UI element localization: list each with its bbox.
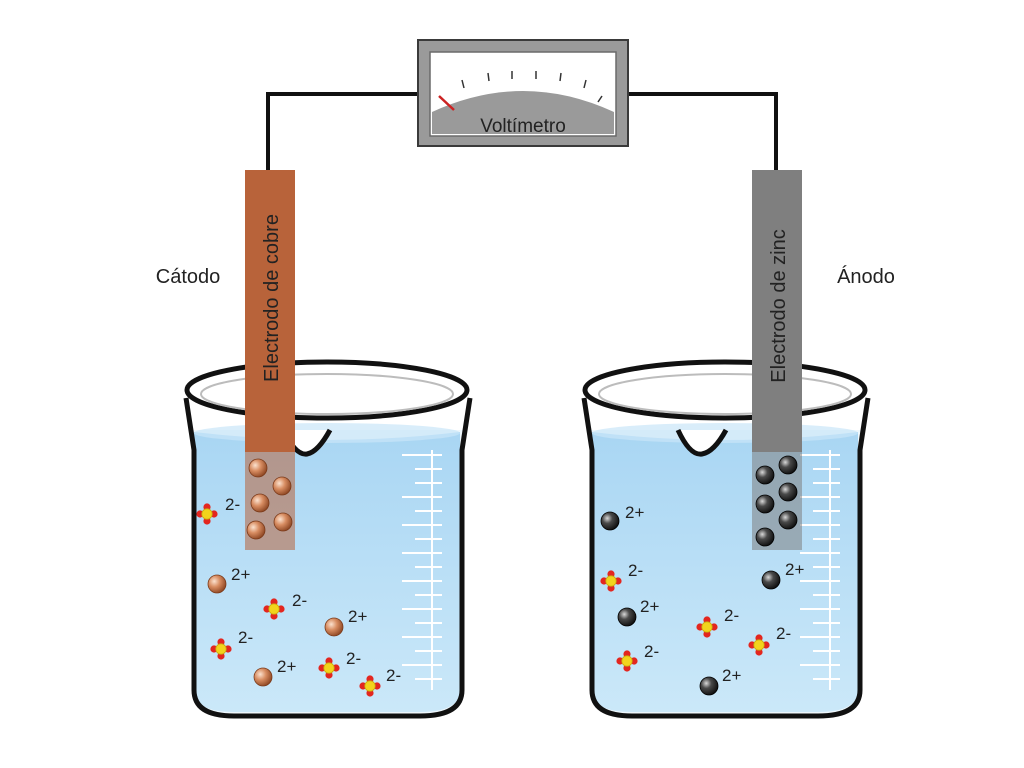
zinc-ion: 2+	[617, 597, 659, 627]
zinc-electrode-label: Electrodo de zinc	[768, 229, 790, 382]
svg-text:2+: 2+	[348, 607, 367, 626]
left-graduations	[402, 450, 442, 690]
sulfate-ion: 2-	[317, 649, 361, 679]
svg-text:2+: 2+	[277, 657, 296, 676]
sulfate-ion: 2-	[600, 561, 643, 592]
sulfate-ion: 2-	[358, 666, 401, 697]
right-graduations	[800, 450, 840, 690]
sulfate-ion: 2-	[209, 628, 253, 660]
left-beaker	[183, 359, 473, 719]
sulfate-ion: 2-	[616, 642, 659, 672]
svg-text:2+: 2+	[231, 565, 250, 584]
circuit-wires	[266, 92, 778, 170]
voltmeter-scale	[461, 71, 603, 103]
voltmeter-label: Voltímetro	[480, 116, 566, 137]
anode-label: Ánodo	[837, 265, 895, 288]
right-ions: 2+ 2- 2+ 2+ 2- 2- 2- 2+	[600, 503, 804, 696]
svg-text:2-: 2-	[386, 666, 401, 685]
zinc-ion: 2+	[600, 503, 644, 531]
sulfate-ion: 2-	[696, 606, 739, 638]
sulfate-ion: 2-	[262, 591, 307, 620]
svg-text:2-: 2-	[724, 606, 739, 625]
svg-text:2-: 2-	[776, 624, 791, 643]
svg-text:2-: 2-	[225, 495, 240, 514]
cathode-label: Cátodo	[156, 266, 221, 288]
svg-text:2+: 2+	[785, 560, 804, 579]
zinc-ion: 2+	[699, 666, 741, 696]
voltmeter-needle	[438, 95, 455, 111]
svg-text:2-: 2-	[346, 649, 361, 668]
svg-text:2+: 2+	[722, 666, 741, 685]
copper-ion: 2+	[324, 607, 367, 637]
copper-ion: 2+	[207, 565, 250, 594]
svg-text:2-: 2-	[644, 642, 659, 661]
voltmeter: Voltímetro	[417, 39, 629, 147]
svg-text:2-: 2-	[628, 561, 643, 580]
copper-electrode-label: Electrodo de cobre	[261, 214, 283, 382]
copper-electrode: Electrodo de cobre	[245, 170, 295, 550]
zinc-ion: 2+	[761, 560, 804, 590]
svg-text:2-: 2-	[292, 591, 307, 610]
svg-text:2+: 2+	[640, 597, 659, 616]
svg-text:2-: 2-	[238, 628, 253, 647]
svg-text:2+: 2+	[625, 503, 644, 522]
left-ions: 2- 2+ 2- 2+ 2- 2+ 2- 2-	[195, 495, 401, 697]
sulfate-ion: 2-	[748, 624, 791, 656]
sulfate-ion: 2-	[195, 495, 240, 525]
copper-ion: 2+	[253, 657, 296, 687]
